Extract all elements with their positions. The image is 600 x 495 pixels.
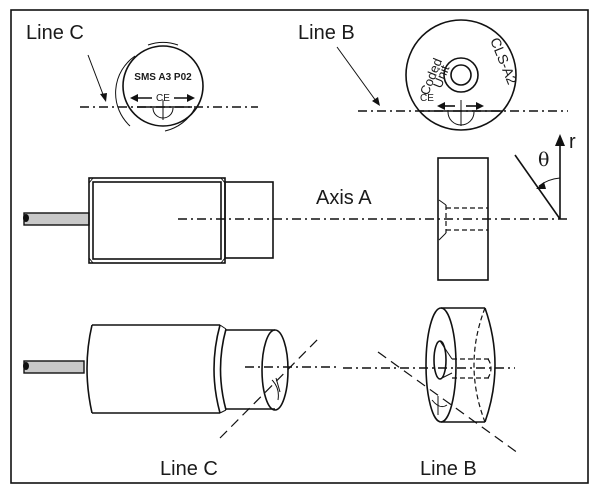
sensor-cable-iso [23, 360, 85, 374]
label-line-c-top: Line C [26, 22, 84, 44]
center-hole-outer [443, 57, 479, 93]
sensor-body-side [88, 177, 274, 264]
r-theta-reference: r θ [514, 131, 576, 220]
label-r: r [569, 131, 576, 153]
coded-unit-side [437, 157, 489, 281]
line-c-pointer-arrow [87, 54, 107, 102]
label-theta: θ [538, 149, 549, 171]
label-line-b-top: Line B [298, 22, 355, 44]
line-b-pointer-arrow [336, 46, 380, 106]
diagram-frame [10, 9, 589, 484]
label-line-b-bottom: Line B [420, 458, 477, 480]
cls-a2-label: CLS-A2 [487, 35, 520, 87]
coded-unit-iso [425, 307, 496, 423]
sensor-cable-side [23, 212, 90, 226]
coded-unit-front-face [425, 307, 457, 423]
sensor-double-arrow [130, 94, 195, 102]
sensor-head-side [224, 181, 274, 259]
coded-unit-double-arrow [437, 102, 484, 110]
label-line-c-bottom: Line C [160, 458, 218, 480]
coded-unit-face: Coded Unit CLS-A2 CE [405, 19, 520, 131]
line-c-iso [219, 336, 321, 439]
theta-arc [538, 177, 561, 187]
sensor-face: SMS A3 P02 CE [115, 41, 204, 132]
label-axis-a: Axis A [316, 187, 372, 209]
sensor-marking: SMS A3 P02 [134, 72, 192, 83]
line-b-iso [377, 351, 519, 454]
center-hole-inner [450, 64, 472, 86]
sensor-ce-mark: CE [156, 93, 170, 104]
sensor-face-iso [261, 329, 289, 411]
r-axis-arrowhead [555, 134, 565, 146]
coded-unit-ce-mark: CE [420, 93, 434, 104]
